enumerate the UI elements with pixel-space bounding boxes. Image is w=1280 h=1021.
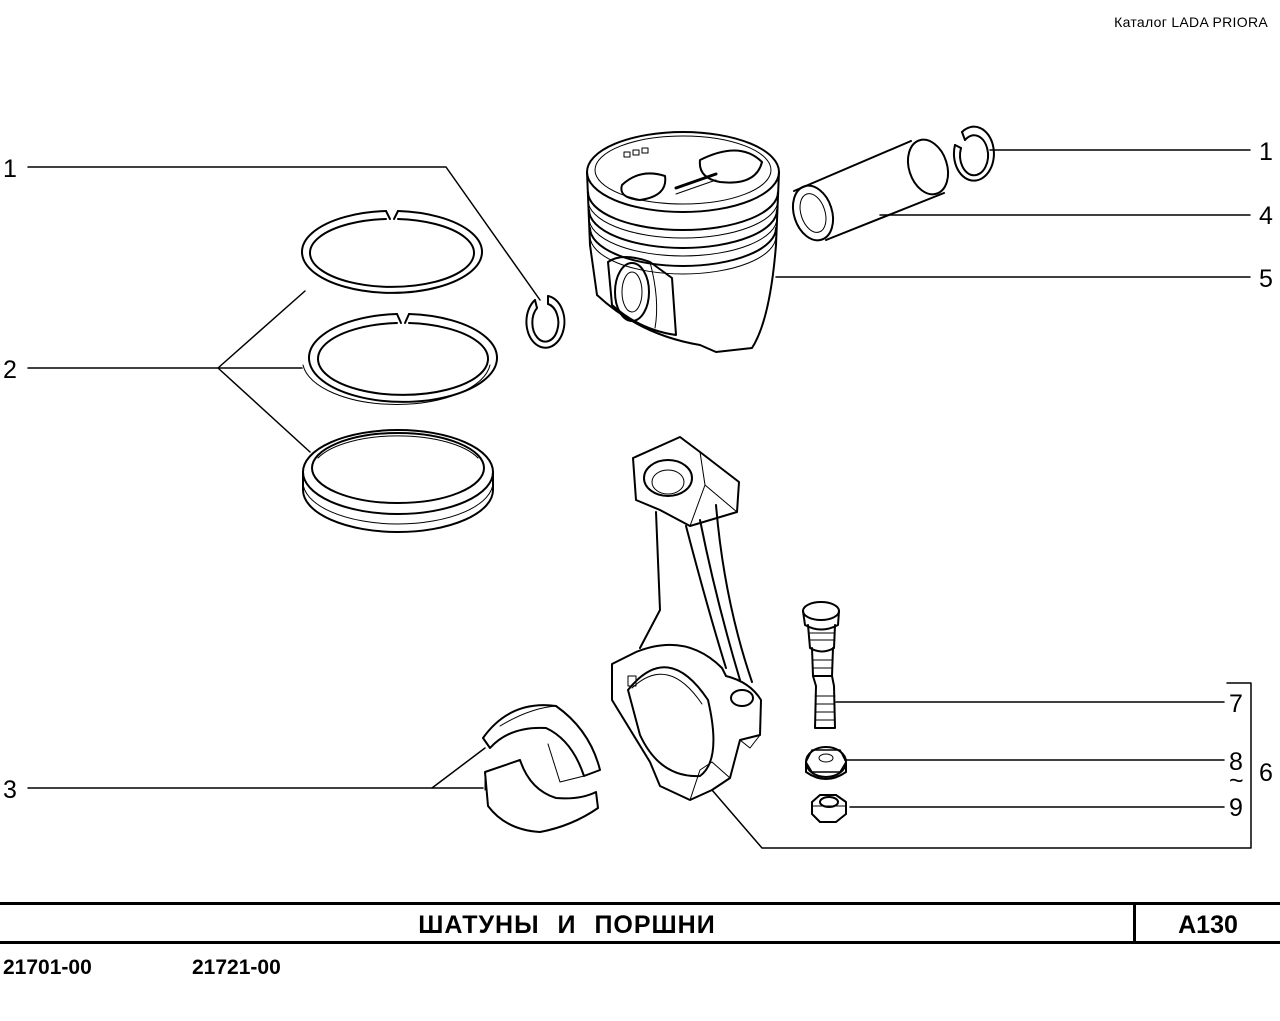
callout-3: 3 [3,776,17,804]
callout-numbers: 1 2 3 1 4 5 7 8 ~ 9 6 [3,138,1273,822]
bearing-shells [482,704,601,833]
callout-1-left: 1 [3,155,17,183]
callout-8: 8 [1229,748,1243,776]
callout-tilde: ~ [1229,767,1244,795]
callout-9: 9 [1229,794,1243,822]
piston-ring-middle [302,313,498,405]
rod-bolt [802,601,840,729]
connecting-rod [611,436,762,801]
callout-5: 5 [1259,265,1273,293]
model-code-1: 21701-00 [3,956,92,979]
piston-ring-top [301,210,483,294]
callout-2: 2 [3,356,17,384]
leader-lines [27,149,1252,849]
catalog-header: Каталог LADA PRIORA [1114,14,1268,30]
exploded-parts-diagram: 1 2 3 1 4 5 7 8 ~ 9 6 [3,125,1273,849]
title-bar: ШАТУНЫ И ПОРШНИ A130 [0,902,1280,944]
hex-nut [811,794,847,823]
flange-nut [805,746,847,780]
callout-1-right: 1 [1259,138,1273,166]
title-separator [1133,905,1136,941]
callout-7: 7 [1229,690,1243,718]
piston-pin [791,138,950,242]
piston-rings [301,210,498,533]
page-title: ШАТУНЫ И ПОРШНИ [418,911,716,939]
circlip-left [525,295,566,349]
callout-6: 6 [1259,759,1273,787]
piston [586,131,780,353]
model-code-2: 21721-00 [192,956,281,979]
circlip-right [952,125,995,182]
callout-4: 4 [1259,202,1273,230]
piston-ring-oil [302,429,494,533]
section-code: A130 [1178,911,1238,939]
